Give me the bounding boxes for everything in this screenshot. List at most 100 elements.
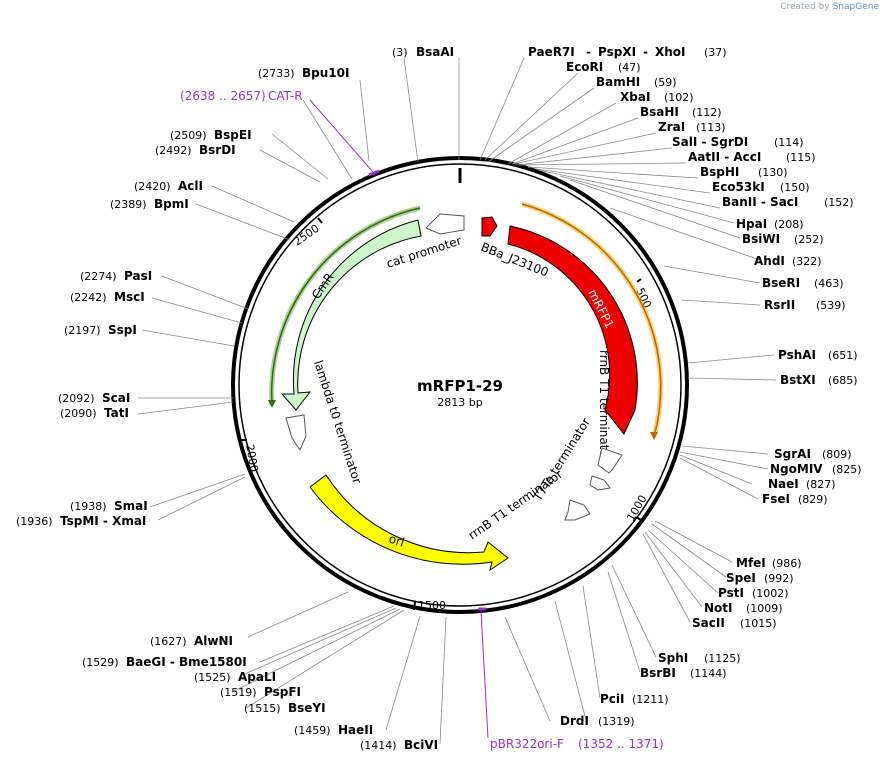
site-psti-pos: (1002) <box>752 587 789 600</box>
site-pspfi: PspFI <box>264 685 301 699</box>
mrfp1-feature <box>507 225 638 435</box>
credit-prefix: Created by <box>780 2 830 12</box>
plasmid-name: mRFP1-29 <box>417 377 503 395</box>
site-paer7i-pos: (37) <box>704 46 727 59</box>
site-bsrdi: BsrDI <box>199 143 236 157</box>
tick-2000: 2000 <box>243 443 261 473</box>
site-bpu10i: Bpu10I <box>302 66 349 80</box>
site-haeii-pos: (1459) <box>294 724 331 737</box>
site-tspmi-pos: (1936) <box>16 515 53 528</box>
site-eco53ki-pos: (150) <box>780 181 810 194</box>
site-zrai: ZraI <box>658 120 685 134</box>
site-acli-pos: (2420) <box>134 180 171 193</box>
site-bsphi: BspHI <box>700 165 739 179</box>
left-leader-lines <box>137 57 447 745</box>
rrnb-t1-feature-1 <box>597 447 623 474</box>
site-fsei-pos: (829) <box>798 493 828 506</box>
site-drdi: DrdI <box>560 714 589 728</box>
site-bpu10i-pos: (2733) <box>258 67 295 80</box>
site-apali: ApaLI <box>238 670 276 684</box>
site-pspfi-pos: (1519) <box>220 686 257 699</box>
site-sgrai-pos: (809) <box>822 448 852 461</box>
site-smai-pos: (1938) <box>70 500 107 513</box>
site-scai: ScaI <box>102 391 130 405</box>
rrnb-t1-label-1: rrnB T1 terminator <box>597 350 611 462</box>
cat-r-label: CAT-R <box>268 89 303 103</box>
site-bsahi: BsaHI <box>640 105 679 119</box>
site-paer7i: PaeR7I <box>528 45 575 59</box>
site-fsei: FseI <box>762 492 790 506</box>
site-sacii: SacII <box>692 616 725 630</box>
bba-feature <box>481 216 498 237</box>
site-naei-pos: (827) <box>806 478 836 491</box>
site-rsrii: RsrII <box>764 298 795 312</box>
green-arc <box>270 207 421 406</box>
credit-brand: SnapGene <box>832 2 879 12</box>
ori-label: ori <box>387 532 406 550</box>
backbone-inner <box>238 163 682 607</box>
site-msci-pos: (2242) <box>70 291 107 304</box>
snapgene-credit: Created by SnapGene <box>780 2 879 12</box>
site-bpmi-pos: (2389) <box>110 198 147 211</box>
site-bpmi: BpmI <box>154 197 189 211</box>
site-bsphi-pos: (130) <box>758 166 788 179</box>
site-tati: TatI <box>104 406 129 420</box>
site-bamhi-pos: (59) <box>654 76 677 89</box>
pbr322ori-f-label: pBR322ori-F <box>490 737 564 751</box>
pbr322ori-f-leader <box>480 610 489 739</box>
tick-1000: 1000 <box>624 493 649 524</box>
site-sspi-pos: (2197) <box>64 324 101 337</box>
site-bsahi-pos: (112) <box>692 106 722 119</box>
site-mfei-pos: (986) <box>772 557 802 570</box>
site-bcivi: BciVI <box>404 738 438 752</box>
site-paer7i-sep2: - <box>643 45 648 59</box>
site-pasi-pos: (2274) <box>80 270 117 283</box>
site-bsrbi-pos: (1144) <box>690 667 727 680</box>
site-sphi: SphI <box>658 651 688 665</box>
site-aatii-acci: AatII - AccI <box>688 150 761 164</box>
site-bsiwi: BsiWI <box>742 232 780 246</box>
site-acli: AclI <box>178 179 203 193</box>
site-bsrbi: BsrBI <box>640 666 676 680</box>
site-noti-pos: (1009) <box>746 602 783 615</box>
site-xbai-pos: (102) <box>664 91 694 104</box>
site-bseyi-pos: (1515) <box>244 702 281 715</box>
site-alwni: AlwNI <box>194 634 233 648</box>
site-paer7i-sep1: - <box>586 45 591 59</box>
site-pshai: PshAI <box>778 348 816 362</box>
site-bstxi-pos: (685) <box>828 374 858 387</box>
site-hpai: HpaI <box>736 217 767 231</box>
site-tati-pos: (2090) <box>60 407 97 420</box>
site-bspei-pos: (2509) <box>170 129 207 142</box>
site-ahdi-pos: (322) <box>792 255 822 268</box>
cmr-feature <box>280 219 422 411</box>
pbr322ori-f-range: (1352 .. 1371) <box>578 737 664 751</box>
site-mfei: MfeI <box>736 556 766 570</box>
site-bsrdi-pos: (2492) <box>155 144 192 157</box>
site-xbai: XbaI <box>620 90 650 104</box>
backbone-outer <box>231 156 689 614</box>
site-hpai-pos: (208) <box>774 218 804 231</box>
site-bsaai: BsaAI <box>416 45 454 59</box>
site-ecori-pos: (47) <box>618 61 641 74</box>
site-ngomiv: NgoMIV <box>770 462 823 476</box>
site-pspxi: PspXI <box>598 45 636 59</box>
site-sali-sgrdi: SalI - SgrDI <box>672 135 748 149</box>
site-bseyi: BseYI <box>288 701 326 715</box>
t7te-feature <box>589 475 611 491</box>
site-spei: SpeI <box>726 571 756 585</box>
site-bspei: BspEI <box>214 128 252 142</box>
cat-r-leader <box>309 99 374 173</box>
site-rsrii-pos: (539) <box>816 299 846 312</box>
site-sspi: SspI <box>108 323 137 337</box>
cat-r-primer-mark <box>368 169 380 177</box>
site-msci: MscI <box>114 290 145 304</box>
green-arc-head <box>268 400 276 408</box>
orange-arc <box>521 203 662 438</box>
site-bcivi-pos: (1414) <box>360 739 397 752</box>
right-leader-lines <box>458 57 777 722</box>
site-bstxi: BstXI <box>780 373 816 387</box>
site-alwni-pos: (1627) <box>150 635 187 648</box>
site-noti: NotI <box>704 601 733 615</box>
